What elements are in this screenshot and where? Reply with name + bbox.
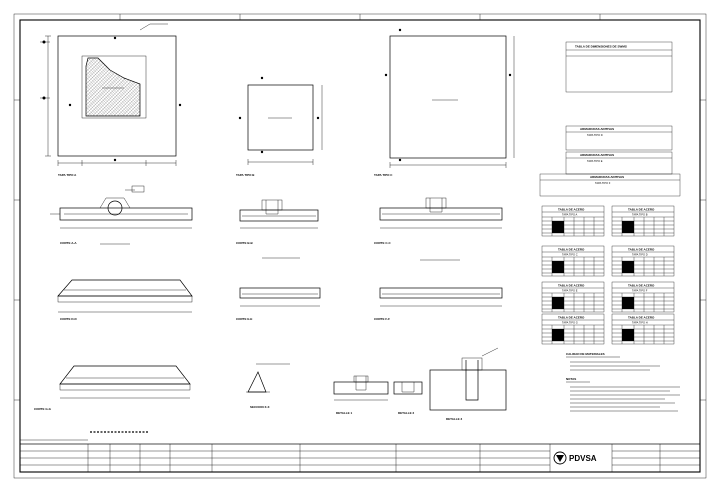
- section-f: CORTE F-F: [374, 287, 503, 321]
- plan-view-2: TAPA TIPO B: [236, 76, 323, 177]
- plan-1-title: TAPA TIPO A: [58, 173, 77, 177]
- plan-view-3: TAPA TIPO C: [374, 28, 515, 177]
- steel-table-subtitle: TAPA TIPO F: [632, 289, 648, 293]
- table-armaduras-1-subtitle: TAPA TIPO D: [587, 133, 603, 137]
- section-b-title: CORTE B-B: [236, 241, 253, 245]
- table-armaduras-1-title: ARMADURAS ADITIVAS: [580, 127, 614, 131]
- table-armaduras-2: ARMADURAS ADITIVAS TAPA TIPO E: [565, 151, 673, 175]
- steel-table-subtitle: TAPA TIPO B: [632, 213, 648, 217]
- section-g-title: CORTE G-G: [34, 407, 52, 411]
- section-e-title: CORTE E-E: [236, 317, 252, 321]
- notes-title: NOTAS: [566, 377, 576, 381]
- section-b: CORTE B-B: [236, 199, 319, 259]
- detail-1: DETALLE 1: [333, 375, 389, 415]
- plan-3-title: TAPA TIPO C: [374, 173, 393, 177]
- steel-table-subtitle: TAPA TIPO A: [562, 213, 578, 217]
- section-a-title: CORTE A-A: [60, 241, 77, 245]
- steel-table-title: TABLA DE ACERO: [628, 284, 655, 288]
- materials-title: CALIDAD DE MATERIALES: [566, 352, 605, 356]
- section-xx: SECCION X-X: [246, 363, 290, 409]
- section-d: CORTE D-D: [57, 279, 193, 321]
- table-armaduras-3: ARMADURAS ADITIVAS TAPA TIPO F: [539, 173, 681, 197]
- section-c-title: CORTE C-C: [374, 241, 391, 245]
- table-dimensions: TABLA DE DIMENSIONES DE SWMS: [565, 41, 673, 93]
- detail-2-title: DETALLE 2: [398, 411, 414, 415]
- steel-table-subtitle: TAPA TIPO G: [562, 321, 578, 325]
- steel-table-title: TABLA DE ACERO: [628, 316, 655, 320]
- plan-view-1: TAPA TIPO A: [40, 23, 182, 177]
- section-f-title: CORTE F-F: [374, 317, 390, 321]
- section-c: CORTE C-C: [374, 197, 503, 261]
- table-armaduras-2-title: ARMADURAS ADITIVAS: [580, 153, 614, 157]
- detail-3-title: DETALLE 3: [446, 417, 462, 421]
- steel-table-subtitle: TAPA TIPO D: [632, 253, 648, 257]
- steel-table-subtitle: TAPA TIPO H: [632, 321, 648, 325]
- section-d-title: CORTE D-D: [60, 317, 77, 321]
- steel-table-subtitle: TAPA TIPO E: [562, 289, 578, 293]
- table-armaduras-2-subtitle: TAPA TIPO E: [587, 159, 603, 163]
- steel-table-subtitle: TAPA TIPO C: [562, 253, 578, 257]
- notes-block: CALIDAD DE MATERIALES NOTAS: [566, 352, 680, 412]
- section-e: CORTE E-E: [236, 287, 321, 321]
- table-armaduras-3-subtitle: TAPA TIPO F: [595, 181, 611, 185]
- pdvsa-logo-icon: [553, 451, 567, 465]
- plan-2-title: TAPA TIPO B: [236, 173, 255, 177]
- company-name: PDVSA: [569, 454, 597, 463]
- border-ticks: [14, 14, 706, 401]
- table-dimensions-title: TABLA DE DIMENSIONES DE SWMS: [575, 45, 627, 49]
- steel-table-title: TABLA DE ACERO: [558, 248, 585, 252]
- table-armaduras-1: ARMADURAS ADITIVAS TAPA TIPO D: [565, 125, 673, 151]
- title-block: PDVSA: [19, 431, 701, 473]
- detail-3: DETALLE 3: [429, 347, 507, 421]
- steel-table-title: TABLA DE ACERO: [558, 208, 585, 212]
- section-xx-title: SECCION X-X: [250, 405, 270, 409]
- steel-table-title: TABLA DE ACERO: [628, 208, 655, 212]
- detail-2: DETALLE 2: [393, 381, 423, 415]
- steel-table-title: TABLA DE ACERO: [558, 316, 585, 320]
- steel-table-title: TABLA DE ACERO: [558, 284, 585, 288]
- steel-table-title: TABLA DE ACERO: [628, 248, 655, 252]
- detail-1-title: DETALLE 1: [336, 411, 352, 415]
- section-g: CORTE G-G: [34, 365, 191, 411]
- table-armaduras-3-title: ARMADURAS ADITIVAS: [590, 175, 624, 179]
- section-a: CORTE A-A: [50, 185, 193, 245]
